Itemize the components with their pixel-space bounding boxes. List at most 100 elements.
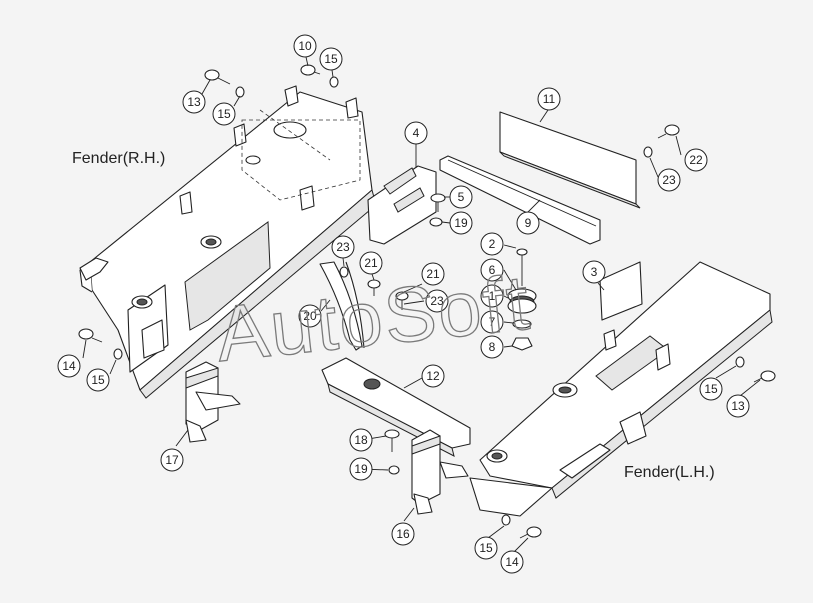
- callout-7: 7: [480, 310, 504, 334]
- crossbar-part-12: [321, 357, 471, 457]
- mount-stack: [507, 248, 537, 351]
- bolt-icon: [395, 291, 409, 310]
- svg-text:15: 15: [217, 107, 231, 121]
- svg-text:18: 18: [354, 433, 368, 447]
- callout-13: 13: [182, 90, 206, 114]
- washer-icon: [339, 266, 349, 278]
- washer-icon: [429, 217, 443, 227]
- svg-text:23: 23: [662, 173, 676, 187]
- bolt-icon: [384, 429, 400, 452]
- callout-5: 5: [449, 185, 473, 209]
- svg-text:15: 15: [324, 52, 338, 66]
- callout-20: 20: [298, 304, 322, 328]
- bracket-part-16: [411, 429, 469, 515]
- callout-14: 14: [57, 354, 81, 378]
- fender-rh-part: [79, 85, 377, 399]
- callout-15: 15: [319, 47, 343, 71]
- callout-23: 23: [331, 235, 355, 259]
- callout-19: 19: [349, 457, 373, 481]
- washer-icon: [501, 514, 511, 526]
- svg-text:14: 14: [62, 359, 76, 373]
- washer-icon: [643, 146, 653, 158]
- svg-text:7: 7: [489, 315, 496, 329]
- bolt-icon: [753, 370, 776, 383]
- callout-19: 19: [449, 211, 473, 235]
- callout-21: 21: [359, 251, 383, 275]
- svg-text:15: 15: [704, 382, 718, 396]
- callout-21: 21: [421, 262, 445, 286]
- callout-11: 11: [537, 87, 561, 111]
- callout-15: 15: [699, 377, 723, 401]
- svg-text:17: 17: [165, 453, 179, 467]
- svg-text:16: 16: [396, 527, 410, 541]
- washer-icon: [329, 76, 339, 88]
- mount-part-4: [367, 165, 437, 245]
- bolt-icon: [519, 526, 542, 539]
- bolt-icon: [78, 328, 103, 343]
- svg-text:9: 9: [525, 216, 532, 230]
- washer-icon: [735, 356, 745, 368]
- callout-group: 10 15 13 15 4 5 19 2 6 1 7 8 3 11 22 23 …: [57, 34, 750, 574]
- svg-text:13: 13: [187, 95, 201, 109]
- callout-10: 10: [293, 34, 317, 58]
- svg-text:1: 1: [489, 289, 496, 303]
- callout-23: 23: [657, 168, 681, 192]
- svg-text:22: 22: [689, 153, 703, 167]
- bar-part-9: [439, 155, 601, 245]
- svg-text:4: 4: [413, 126, 420, 140]
- callout-17: 17: [160, 448, 184, 472]
- svg-text:23: 23: [430, 294, 444, 308]
- callout-12: 12: [421, 364, 445, 388]
- svg-text:15: 15: [91, 373, 105, 387]
- washer-icon: [235, 86, 245, 98]
- callout-23: 23: [425, 289, 449, 313]
- svg-text:8: 8: [489, 340, 496, 354]
- svg-text:19: 19: [454, 216, 468, 230]
- fender-rh-label: Fender(R.H.): [72, 150, 165, 167]
- svg-text:13: 13: [731, 399, 745, 413]
- svg-text:11: 11: [543, 92, 556, 106]
- fender-lh-part: [469, 261, 773, 517]
- washer-icon: [113, 348, 123, 360]
- svg-text:20: 20: [303, 309, 317, 323]
- svg-text:3: 3: [591, 265, 598, 279]
- callout-15: 15: [474, 536, 498, 560]
- callout-6: 6: [480, 258, 504, 282]
- callout-16: 16: [391, 522, 415, 546]
- svg-text:23: 23: [336, 240, 350, 254]
- callout-15: 15: [86, 368, 110, 392]
- svg-text:21: 21: [426, 267, 440, 281]
- callout-18: 18: [349, 428, 373, 452]
- bracket-part-17: [185, 361, 241, 443]
- svg-text:19: 19: [354, 462, 368, 476]
- arm-part-20: [319, 261, 365, 351]
- callout-3: 3: [582, 260, 606, 284]
- svg-text:21: 21: [364, 256, 378, 270]
- callout-2: 2: [480, 232, 504, 256]
- fender-lh-label: Fender(L.H.): [624, 464, 715, 481]
- plate-part-3: [599, 261, 643, 321]
- leader-lines: [82, 56, 761, 553]
- callout-15: 15: [212, 102, 236, 126]
- svg-text:15: 15: [479, 541, 493, 555]
- svg-text:14: 14: [505, 555, 519, 569]
- svg-text:6: 6: [489, 263, 496, 277]
- svg-text:2: 2: [489, 237, 496, 251]
- svg-text:5: 5: [458, 190, 465, 204]
- bolt-icon: [204, 69, 231, 85]
- callout-22: 22: [684, 148, 708, 172]
- bolt-icon: [300, 64, 321, 76]
- bolt-icon: [657, 124, 680, 139]
- svg-text:10: 10: [298, 39, 312, 53]
- callout-13: 13: [726, 394, 750, 418]
- bolt-icon: [430, 193, 446, 212]
- callout-14: 14: [500, 550, 524, 574]
- callout-8: 8: [480, 335, 504, 359]
- washer-icon: [388, 465, 400, 475]
- plate-part-11: [499, 111, 641, 209]
- svg-text:12: 12: [426, 369, 440, 383]
- callout-1: 1: [480, 284, 504, 308]
- callout-9: 9: [516, 211, 540, 235]
